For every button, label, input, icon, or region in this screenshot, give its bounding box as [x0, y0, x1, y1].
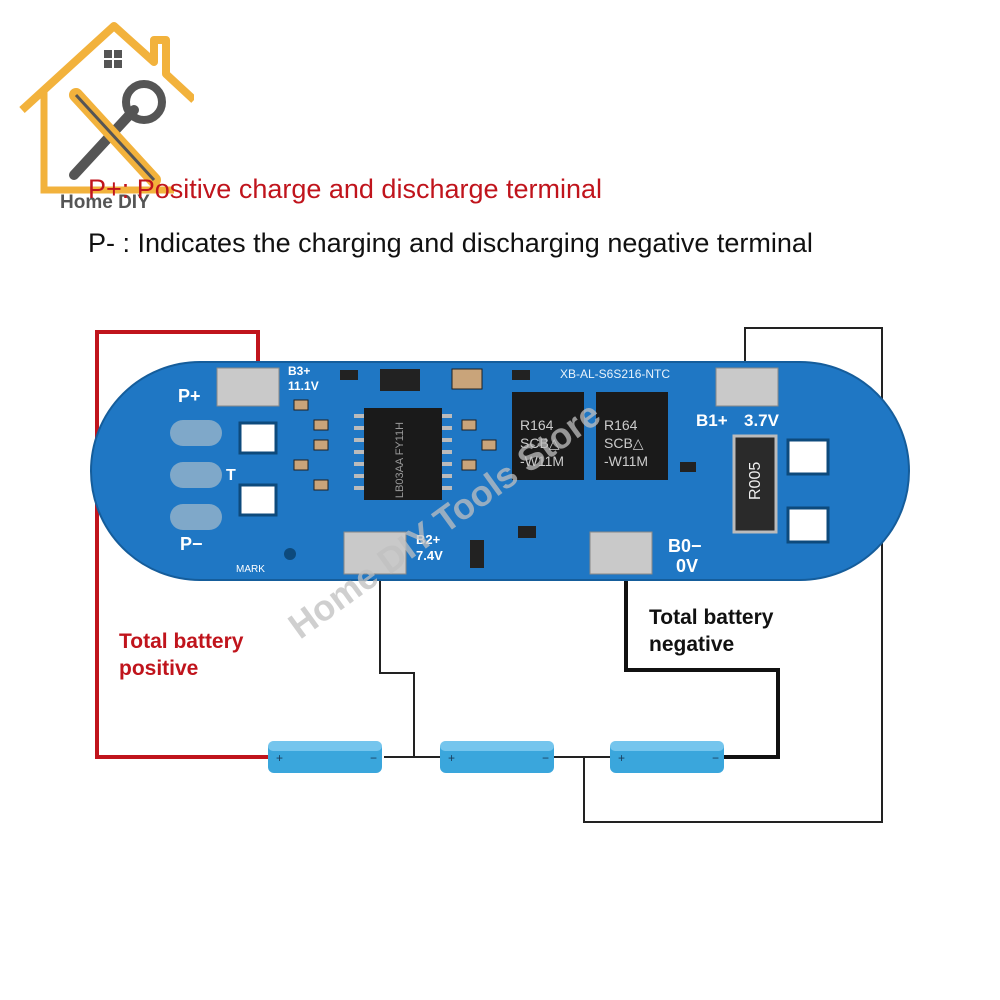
house-wrench-logo-icon	[19, 22, 197, 194]
pad-p-plus	[216, 367, 280, 407]
battery-cell-3: + −	[610, 741, 724, 773]
label-total-positive: Total battery positive	[119, 628, 243, 682]
mosfet-2-line-2: SCB△	[604, 435, 644, 451]
legend-p-plus: P+: Positive charge and discharge termin…	[88, 174, 603, 204]
brand-text: Home DIY	[60, 192, 150, 213]
silk-b2-v: 7.4V	[416, 548, 443, 563]
silk-t: T	[226, 467, 236, 484]
mosfet-1	[512, 392, 584, 480]
silk-p-minus: P−	[180, 534, 203, 554]
battery-cell-1: + −	[268, 741, 382, 773]
label-total-negative: Total battery negative	[649, 604, 773, 658]
board-title-silk: XB-AL-S6S216-NTC	[560, 367, 670, 381]
silk-b0: B0−	[668, 536, 702, 556]
silk-b3: B3+	[288, 364, 310, 378]
cell-3-plus: +	[618, 751, 625, 765]
label-total-negative-line-2: negative	[649, 633, 735, 656]
legend-p-minus: P- : Indicates the charging and discharg…	[88, 228, 813, 258]
mosfet-2	[596, 392, 668, 480]
silk-b3-v: 11.1V	[288, 379, 319, 393]
mosfet-2-line-3: -W11M	[604, 453, 648, 469]
label-total-positive-line-1: Total battery	[119, 630, 244, 653]
cell-1-plus: +	[276, 751, 283, 765]
silk-b1-v: 3.7V	[744, 411, 780, 430]
pad-b1	[715, 367, 779, 407]
label-total-negative-line-1: Total battery	[649, 606, 774, 629]
cell-3-minus: −	[712, 751, 719, 765]
shunt-resistor	[732, 434, 778, 534]
silk-b2: B2+	[416, 532, 441, 547]
cell-2-plus: +	[448, 751, 455, 765]
mosfet-1-line-2: SCB△	[520, 435, 560, 451]
silk-p-plus: P+	[178, 386, 201, 406]
pad-b2	[343, 531, 407, 575]
mosfet-1-line-1: R164	[520, 417, 554, 433]
battery-cell-2: + −	[440, 741, 554, 773]
ic-main-label: LB03AA FY11H	[394, 422, 406, 498]
label-total-positive-line-2: positive	[119, 657, 199, 680]
brand-logo	[14, 10, 197, 220]
silk-b0-v: 0V	[676, 556, 698, 576]
wire-total-positive	[95, 330, 272, 759]
cell-2-minus: −	[542, 751, 549, 765]
cell-1-minus: −	[370, 751, 377, 765]
pcb-board: LB03AA FY11H R164 SCB△ -W11M R164 SCB△ -…	[90, 361, 910, 581]
pad-b0	[589, 531, 653, 575]
wire-b2	[379, 560, 415, 757]
mosfet-1-line-3: -W11M	[520, 453, 564, 469]
shunt-label: R005	[747, 462, 764, 500]
silk-mark: MARK	[236, 564, 265, 575]
ic-main	[364, 408, 442, 500]
mosfet-2-line-1: R164	[604, 417, 638, 433]
silk-b1: B1+	[696, 411, 728, 430]
wire-b1	[583, 327, 883, 823]
wire-total-negative	[624, 560, 780, 759]
